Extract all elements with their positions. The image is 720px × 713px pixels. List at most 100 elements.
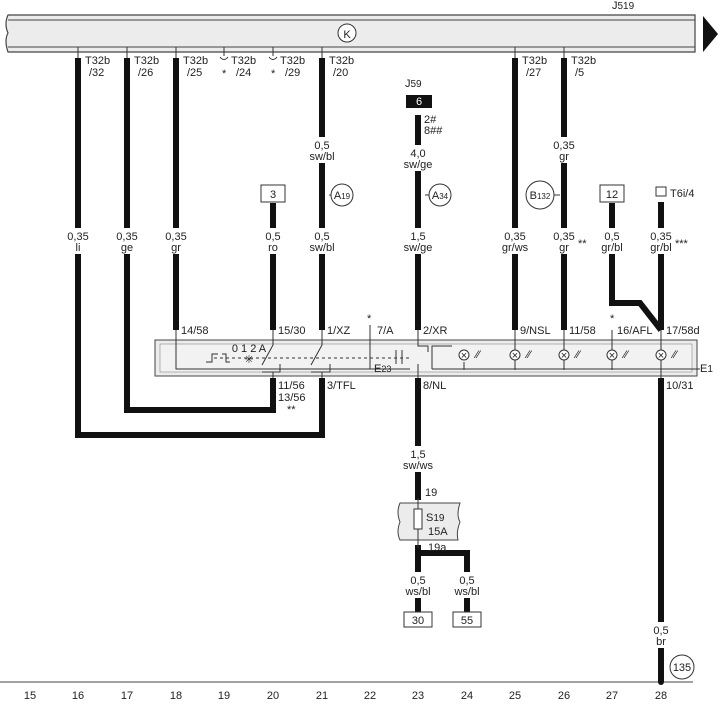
label-wires-c21-size: 0,5	[314, 231, 329, 243]
label-axis-0: 15	[24, 690, 36, 702]
label-axis-13: 28	[655, 690, 667, 702]
label-axis-12: 27	[606, 690, 618, 702]
label-fuse-name-sub: 19	[433, 513, 445, 524]
label-switch-name-sub: 1	[707, 364, 713, 375]
label-bus-name: J	[612, 0, 618, 12]
label-wires-c16-size: 0,35	[67, 231, 88, 243]
label-wires-c23-low-color: sw/ws	[403, 460, 433, 472]
label-terminals-1-a: T32b	[134, 55, 159, 67]
label-wires-c28-color: gr/bl	[650, 242, 671, 254]
svg-text:⁄⁄: ⁄⁄	[473, 349, 482, 361]
label-relay-pins-0: 2#	[424, 114, 437, 126]
bus-j519: K J519	[5, 0, 718, 53]
label-axis-8: 23	[412, 690, 424, 702]
svg-text:×: ×	[609, 350, 615, 362]
label-circles-g135: 135	[673, 662, 691, 674]
label-refs-box55: 55	[461, 615, 473, 627]
label-wires-c16-color: li	[76, 242, 81, 254]
label-wires-c26-note: **	[578, 238, 587, 250]
bus-pin-stubs	[77, 47, 565, 60]
label-switch-pins-top-4: 2/XR	[423, 325, 448, 337]
indicator-lamps: ×⁄⁄ ×⁄⁄ ×⁄⁄ ×⁄⁄ ×⁄⁄	[458, 349, 679, 362]
svg-text:A19: A19	[334, 190, 351, 202]
label-wires-c28-note: ***	[675, 238, 689, 250]
label-wires-c23-low-size: 1,5	[410, 449, 425, 461]
terminal-labels: T32b/32 T32b/26 T32b/25 T32b/24* T32b/29…	[85, 55, 596, 80]
label-switch-positions: 0 1 2 A	[232, 343, 267, 355]
label-axis-1: 16	[72, 690, 84, 702]
label-terminals-6-b: /27	[526, 67, 541, 79]
label-relay-pin-box: 6	[416, 96, 422, 108]
label-relay-name-sub: 59	[411, 79, 423, 90]
label-wires-c26-size: 0,35	[553, 231, 574, 243]
label-switch-pin-16-note: *	[610, 313, 615, 325]
label-refs-box3: 3	[270, 189, 276, 201]
label-switch-name: E	[700, 363, 707, 375]
label-terminals-4-b: /29	[285, 67, 300, 79]
svg-text:S19: S19	[426, 512, 445, 524]
label-wires-c28-size: 0,35	[650, 231, 671, 243]
label-wires-c21-top-size: 0,5	[314, 140, 329, 152]
label-circles-a19-sub: 19	[341, 192, 350, 201]
connector-k-label: K	[343, 29, 351, 41]
label-switch-pins-bottom-3: 3/TFL	[327, 380, 356, 392]
label-axis-10: 25	[509, 690, 521, 702]
label-wires-c24-55-size: 0,5	[459, 575, 474, 587]
label-axis-4: 19	[218, 690, 230, 702]
label-terminals-3-a: T32b	[231, 55, 256, 67]
label-wires-c26-top-size: 0,35	[553, 140, 574, 152]
label-switch-pins-bottom-2: **	[287, 404, 296, 416]
label-switch-pins-top-5: 9/NSL	[520, 325, 551, 337]
label-terminals-6-a: T32b	[522, 55, 547, 67]
label-switch-pin-7-note: *	[367, 313, 372, 325]
label-switch-pins-bottom-0: 11/56	[278, 380, 305, 392]
label-wires-c18-color: gr	[171, 242, 181, 254]
label-wires-c25-color: gr/ws	[502, 242, 529, 254]
svg-text:×: ×	[561, 350, 567, 362]
label-wires-c23-top-color: sw/ge	[404, 159, 433, 171]
label-switch-pins-top-2: 1/XZ	[327, 325, 351, 337]
label-wires-c20-color: ro	[268, 242, 278, 254]
label-axis-9: 24	[461, 690, 473, 702]
label-axis-3: 18	[170, 690, 182, 702]
label-wires-c24-55-color: ws/bl	[453, 586, 479, 598]
label-wires-c23-top-size: 4,0	[410, 148, 425, 160]
label-axis-2: 17	[121, 690, 133, 702]
svg-text:⁄⁄: ⁄⁄	[524, 349, 533, 361]
label-terminals-0-a: T32b	[85, 55, 110, 67]
label-wires-c26-color: gr	[559, 242, 569, 254]
label-terminals-4-a: T32b	[280, 55, 305, 67]
label-switch-pins-bottom-1: 13/56	[278, 392, 306, 404]
label-wires-c28-low-color: br	[656, 636, 666, 648]
fuse-s19: 19 S19 15A 19a	[397, 487, 461, 554]
svg-text:⁄⁄: ⁄⁄	[621, 349, 630, 361]
label-refs-box12: 12	[606, 189, 618, 201]
ground-connection-circles: A19 A34 B132 135	[329, 180, 695, 680]
svg-text:×: ×	[658, 350, 664, 362]
svg-text:×: ×	[512, 350, 518, 362]
label-terminals-2-a: T32b	[183, 55, 208, 67]
track-number-axis: 15 16 17 18 19 20 21 22 23 24 25 26 27 2…	[0, 679, 693, 702]
label-axis-5: 20	[267, 690, 279, 702]
label-axis-7: 22	[364, 690, 376, 702]
label-wires-c21-color: sw/bl	[309, 242, 334, 254]
label-circles-b132: B	[530, 190, 537, 202]
label-fuse-rating: 15A	[428, 526, 448, 538]
label-terminals-2-b: /25	[187, 67, 202, 79]
label-switch-pins-top-0: 14/58	[181, 325, 209, 337]
rotary-switch-icon: ✳	[244, 354, 253, 366]
label-relay-name: J	[405, 78, 411, 90]
svg-text:⁄⁄: ⁄⁄	[670, 349, 679, 361]
reference-boxes: 3 12 30 55 T6i/4	[260, 184, 694, 628]
relay-j59: J59 6 2# 8##	[405, 78, 443, 137]
label-wires-c23-30-color: ws/bl	[404, 586, 430, 598]
label-terminals-3-note: *	[222, 68, 227, 80]
label-circles-a34-sub: 34	[439, 192, 448, 201]
wire-27	[609, 203, 664, 332]
bus-name: J519	[612, 0, 635, 12]
label-switch-pins-bottom-5: 10/31	[666, 380, 694, 392]
label-wires-c21-top-color: sw/bl	[309, 151, 334, 163]
label-relay-pins-1: 8##	[424, 125, 443, 137]
label-wires-c25-size: 0,35	[504, 231, 525, 243]
